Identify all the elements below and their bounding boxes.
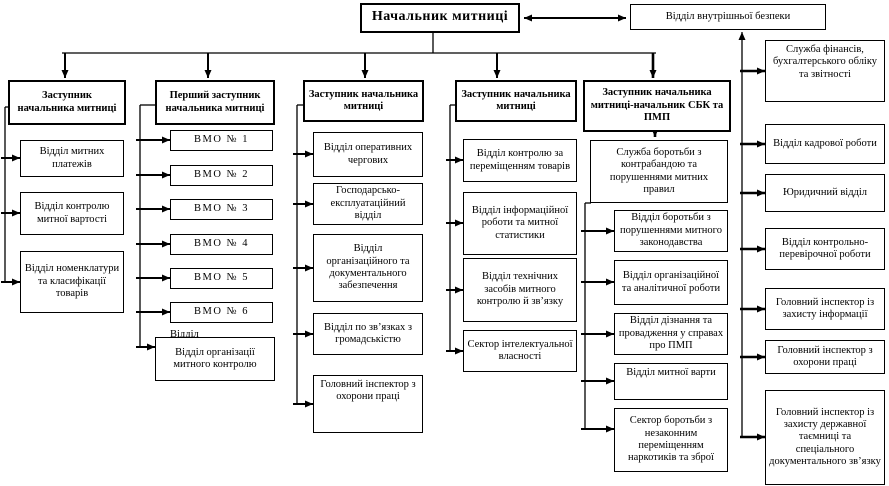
box-vmo-4: ВМО № 4 bbox=[170, 234, 273, 255]
box-org-documentation-support: Відділ організаційного та документальног… bbox=[313, 234, 423, 302]
box-customs-guard: Відділ митної варти bbox=[614, 363, 728, 400]
box-vmo-2: ВМО № 2 bbox=[170, 165, 273, 186]
box-hr: Відділ кадрової роботи bbox=[765, 124, 885, 164]
box-vmo-6: ВМО № 6 bbox=[170, 302, 273, 323]
box-vmo-3: ВМО № 3 bbox=[170, 199, 273, 220]
box-operative-duty: Відділ оперативних чергових bbox=[313, 132, 423, 177]
box-anti-smuggling-service: Служба боротьби з контрабандою та поруше… bbox=[590, 140, 728, 203]
hidden-box-fragment: Відділ bbox=[170, 329, 199, 337]
box-information-security-inspector: Головний інспектор із захисту інформації bbox=[765, 288, 885, 330]
box-public-relations: Відділ по зв’язках з громадськістю bbox=[313, 313, 423, 355]
box-customs-law-violations: Відділ боротьби з порушеннями митного за… bbox=[614, 210, 728, 252]
box-internal-security: Відділ внутрішньої безпеки bbox=[630, 4, 826, 30]
box-intellectual-property: Сектор інтелектуальної власності bbox=[463, 330, 577, 372]
box-customs-control-organization: Відділ організації митного контролю bbox=[155, 337, 275, 381]
box-finance-accounting: Служба фінансів, бухгалтерського обліку … bbox=[765, 40, 885, 102]
box-vmo-5: ВМО № 5 bbox=[170, 268, 273, 289]
box-vmo-1: ВМО № 1 bbox=[170, 130, 273, 151]
box-customs-payments: Відділ митних платежів bbox=[20, 140, 124, 177]
box-goods-movement-control: Відділ контролю за переміщенням товарів bbox=[463, 139, 577, 182]
box-information-statistics: Відділ інформаційної роботи та митної ст… bbox=[463, 192, 577, 255]
box-deputy-head-2: Заступник начальника митниці bbox=[303, 80, 424, 122]
box-nomenclature: Відділ номенклатури та класифікації това… bbox=[20, 251, 124, 313]
box-deputy-head-1: Заступник начальника митниці bbox=[8, 80, 126, 125]
box-state-secrets-inspector: Головний інспектор із захисту державної … bbox=[765, 390, 885, 485]
box-labor-safety-inspector-right: Головний інспектор з охорони праці bbox=[765, 340, 885, 374]
box-technical-means: Відділ технічних засобів митного контрол… bbox=[463, 258, 577, 322]
box-inquiry-proceedings: Відділ дізнання та провадження у справах… bbox=[614, 313, 728, 355]
box-household-maintenance: Господарсько-експлуатаційний відділ bbox=[313, 183, 423, 225]
box-customs-value-control: Відділ контролю митної вартості bbox=[20, 192, 124, 235]
box-deputy-head-3: Заступник начальника митниці bbox=[455, 80, 577, 122]
box-deputy-head-sbk: Заступник начальника митниці-начальник С… bbox=[583, 80, 731, 132]
box-labor-safety-inspector: Головний інспектор з охорони праці bbox=[313, 375, 423, 433]
box-anti-drug-weapons-sector: Сектор боротьби з незаконним переміщення… bbox=[614, 408, 728, 472]
box-legal: Юридичний відділ bbox=[765, 174, 885, 212]
box-head-of-customs: Начальник митниці bbox=[360, 3, 520, 33]
box-first-deputy-head: Перший заступник начальника митниці bbox=[155, 80, 275, 125]
box-control-audit: Відділ контрольно-перевірочної роботи bbox=[765, 228, 885, 270]
box-org-analytical-work: Відділ організаційної та аналітичної роб… bbox=[614, 260, 728, 305]
